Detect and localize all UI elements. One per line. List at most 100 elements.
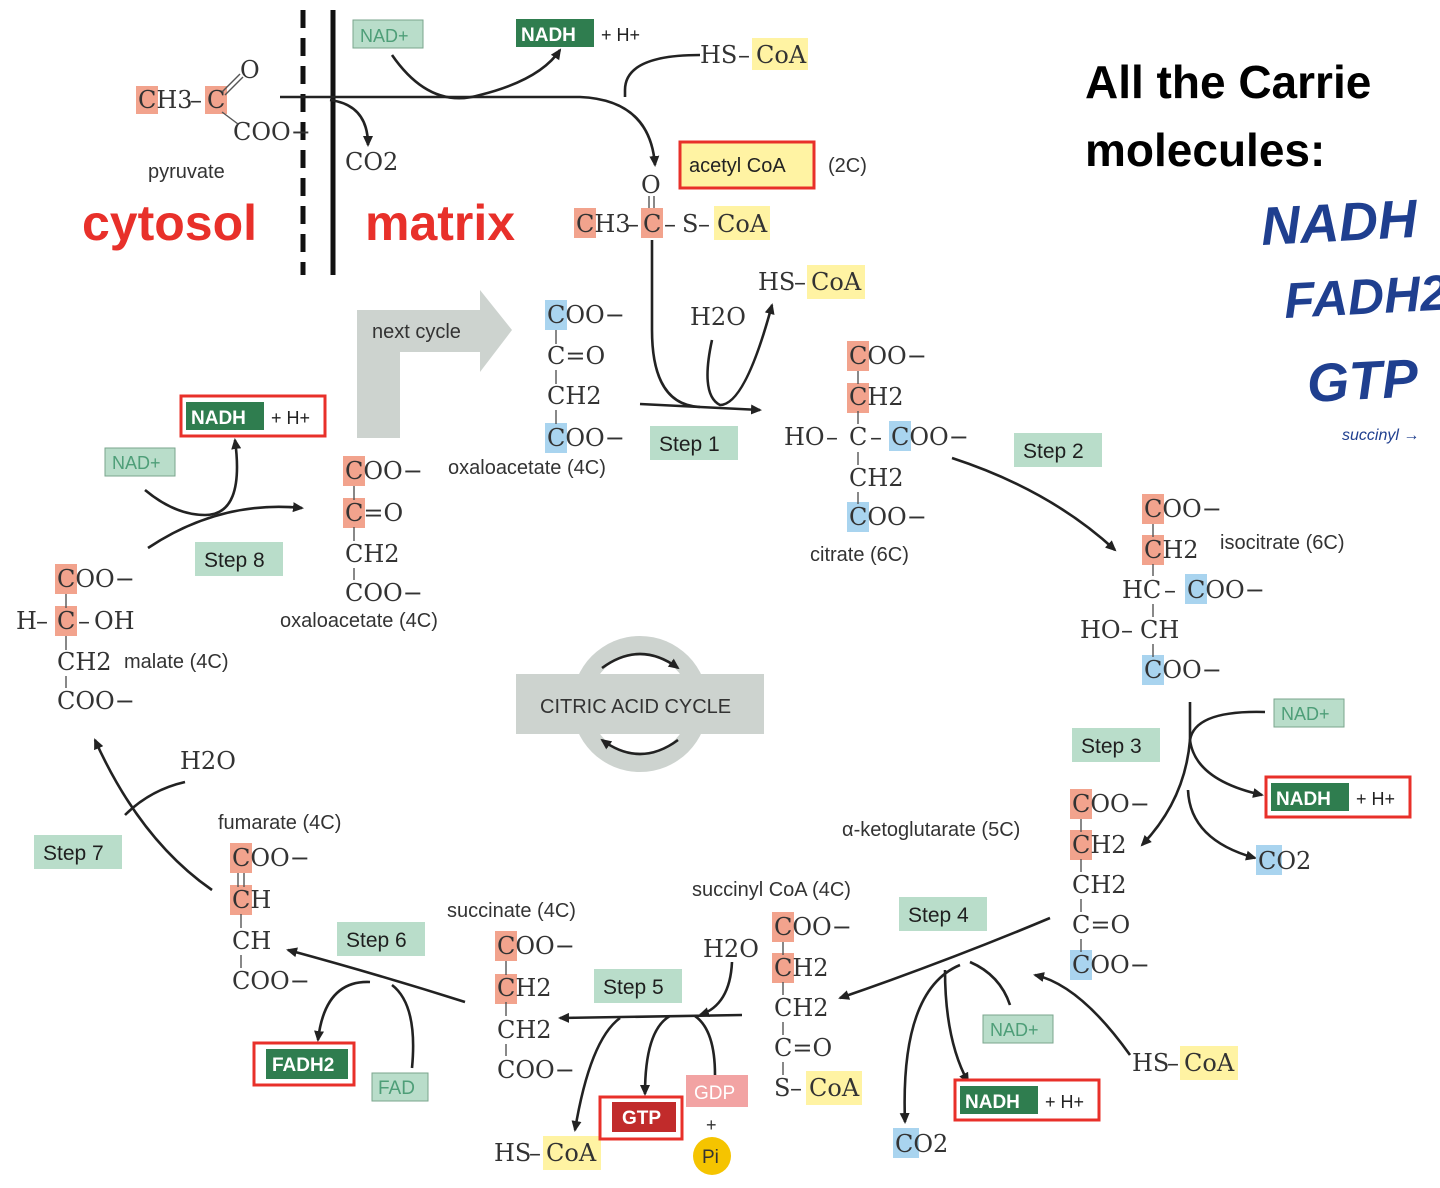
step6-fad-in — [391, 983, 415, 1069]
oxaloacetate-left: COO− C=O CH2 COO− oxaloacetate (4C) — [280, 456, 438, 632]
step6-fadh2-arrow — [314, 980, 371, 1042]
svg-text:OH: OH — [94, 607, 135, 635]
svg-text:–: – — [870, 423, 882, 451]
svg-text:FAD: FAD — [378, 1078, 415, 1099]
svg-text:CH2: CH2 — [1072, 831, 1127, 859]
gtp-box: GTP — [598, 1095, 684, 1141]
svg-text:C: C — [849, 423, 867, 451]
step3-arrow — [1140, 702, 1192, 847]
oxaloacetate-top: COO− C=O CH2 COO− oxaloacetate (4C) — [448, 300, 625, 479]
malate-label: malate (4C) — [124, 651, 228, 673]
citrate-molecule: COO− CH2 HO – C – COO− CH2 COO− citrate … — [784, 341, 969, 566]
nad-reduction-arrow-top — [390, 48, 562, 100]
h2o-step1: H2O — [690, 303, 746, 331]
succinyl-coa-molecule: COO− CH2 CH2 C=O S – CoA succinyl CoA (4… — [692, 879, 862, 1105]
h2o-step7: H2O — [180, 747, 236, 775]
svg-text:COO−: COO− — [497, 1056, 575, 1084]
svg-text:CH2: CH2 — [1144, 536, 1199, 564]
step-label-3: Step 3 — [1072, 728, 1160, 762]
svg-text:CH2: CH2 — [1072, 871, 1127, 899]
step4-nad-in — [969, 960, 1012, 1006]
svg-text:GDP: GDP — [694, 1083, 735, 1104]
svg-text:COO−: COO− — [1072, 951, 1150, 979]
svg-text:NAD+: NAD+ — [990, 1020, 1039, 1040]
nad-top: NAD+ — [352, 19, 424, 49]
citric-acid-cycle-badge: CITRIC ACID CYCLE — [516, 636, 764, 772]
pyruvate-label: pyruvate — [148, 161, 225, 183]
svg-text:+ H+: + H+ — [1356, 789, 1395, 809]
step-label-7: Step 7 — [34, 835, 122, 869]
step-label-1: Step 1 — [650, 426, 738, 460]
malate-molecule: COO− H – C – OH CH2 COO− malate (4C) — [16, 564, 228, 715]
svg-text:CH: CH — [1140, 616, 1179, 644]
svg-text:–: – — [529, 1139, 541, 1167]
step4-arrow — [838, 916, 1051, 1000]
svg-text:COO−: COO− — [849, 342, 927, 370]
svg-text:–: – — [826, 423, 838, 451]
svg-text:+ H+: + H+ — [1045, 1092, 1084, 1112]
svg-text:S: S — [774, 1074, 790, 1102]
co2-step4: CO2 — [893, 1128, 948, 1158]
svg-text:C=O: C=O — [774, 1034, 832, 1062]
acetyl-coa-box: acetyl CoA (2C) — [678, 140, 867, 190]
handwritten-nadh: NADH — [1259, 189, 1419, 257]
svg-text:C: C — [643, 210, 661, 238]
svg-text:–: – — [1121, 616, 1133, 644]
svg-text:CH2: CH2 — [497, 1016, 552, 1044]
svg-text:HS: HS — [1132, 1049, 1169, 1077]
step2-arrow — [951, 456, 1117, 552]
svg-text:COO−: COO− — [233, 118, 311, 146]
svg-text:C: C — [207, 86, 225, 114]
svg-text:HS: HS — [700, 41, 737, 69]
step-label-2: Step 2 — [1014, 433, 1102, 467]
svg-text:CH2: CH2 — [57, 648, 112, 676]
svg-text:–: – — [78, 607, 90, 635]
heading-line-2: molecules: — [1085, 124, 1325, 176]
step7-water-in — [124, 780, 186, 816]
svg-text:CH: CH — [232, 886, 271, 914]
svg-text:C=O: C=O — [1072, 911, 1130, 939]
step3-co2-arrow — [1186, 789, 1257, 861]
next-cycle-arrow: next cycle — [357, 290, 512, 438]
matrix-label: matrix — [365, 195, 515, 251]
svg-text:Step 4: Step 4 — [908, 904, 969, 927]
svg-text:–: – — [627, 210, 639, 238]
svg-text:+: + — [706, 1115, 717, 1135]
pyruvate-to-acetylcoa-arrow — [280, 95, 660, 167]
gdp-box: GDP + — [686, 1075, 748, 1135]
handwritten-notes: NADH FADH2 GTP succinyl → — [1259, 189, 1440, 444]
heading-line-1: All the Carrie — [1085, 56, 1371, 108]
co2-top: CO2 — [345, 148, 398, 176]
svg-text:–: – — [1167, 1049, 1179, 1077]
svg-text:COO−: COO− — [849, 503, 927, 531]
svg-text:Step 8: Step 8 — [204, 549, 265, 572]
fumarate-label: fumarate (4C) — [218, 812, 341, 834]
hscoa-step4: HS – CoA — [1132, 1046, 1238, 1080]
step5-gtp-arrow — [640, 1014, 671, 1096]
svg-text:HO: HO — [1080, 616, 1121, 644]
step4-hscoa-in — [1033, 972, 1132, 1056]
svg-text:S: S — [682, 210, 698, 238]
svg-text:HS: HS — [494, 1139, 531, 1167]
svg-text:C=O: C=O — [345, 499, 403, 527]
svg-text:COO−: COO− — [774, 913, 852, 941]
svg-text:CH2: CH2 — [774, 954, 829, 982]
nad-step3: NAD+ — [1273, 698, 1345, 728]
handwritten-gtp: GTP — [1305, 348, 1420, 414]
svg-text:next cycle: next cycle — [372, 321, 461, 343]
nad-step8: NAD+ — [104, 447, 176, 477]
svg-text:NAD+: NAD+ — [112, 453, 161, 473]
svg-text:CH2: CH2 — [849, 464, 904, 492]
hscoa-step5: HS – CoA — [494, 1136, 601, 1170]
svg-text:COO−: COO− — [57, 687, 135, 715]
acetyl-coa-molecule: O CH3 – C – S – CoA — [574, 171, 770, 240]
svg-text:Step 2: Step 2 — [1023, 440, 1084, 463]
svg-text:COO−: COO− — [1144, 656, 1222, 684]
svg-text:CoA: CoA — [756, 41, 807, 69]
svg-text:+ H+: + H+ — [601, 25, 640, 45]
hscoa-in-arrow — [623, 53, 701, 97]
svg-text:Step 1: Step 1 — [659, 433, 720, 456]
svg-text:–: – — [36, 607, 48, 635]
svg-text:CoA: CoA — [809, 1074, 860, 1102]
svg-text:Step 7: Step 7 — [43, 842, 104, 865]
